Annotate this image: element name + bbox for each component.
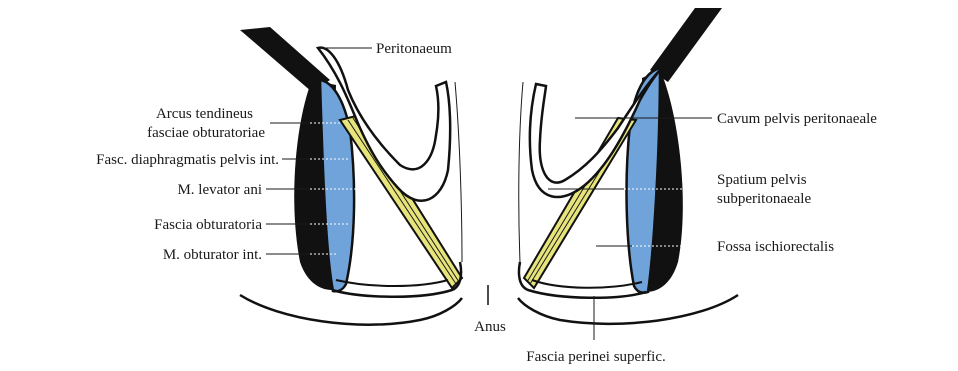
left-pelvis-half <box>240 27 462 325</box>
label-arcus-line2: fasciae obturatoriae <box>147 125 265 141</box>
left-perineum-line <box>240 295 462 325</box>
label-cavum: Cavum pelvis peritonaeale <box>717 111 877 127</box>
label-obturator-int: M. obturator int. <box>163 247 262 263</box>
label-levator-ani: M. levator ani <box>177 182 262 198</box>
right-perineum-line <box>518 295 738 324</box>
labels: Peritonaeum Arcus tendineus fasciae obtu… <box>96 41 877 365</box>
label-fascia-obturatoria: Fascia obturatoria <box>154 217 262 233</box>
label-spatium-line1: Spatium pelvis <box>717 172 807 188</box>
label-fossa: Fossa ischiorectalis <box>717 239 834 255</box>
label-spatium-line2: subperitonaeale <box>717 191 811 207</box>
right-pelvis-half <box>518 8 738 324</box>
label-peritonaeum: Peritonaeum <box>376 41 452 57</box>
label-fasc-diaphragmatis: Fasc. diaphragmatis pelvis int. <box>96 152 279 168</box>
label-fascia-perinei: Fascia perinei superfic. <box>526 349 666 365</box>
label-arcus-line1: Arcus tendineus <box>156 106 253 122</box>
label-anus: Anus <box>474 319 506 335</box>
